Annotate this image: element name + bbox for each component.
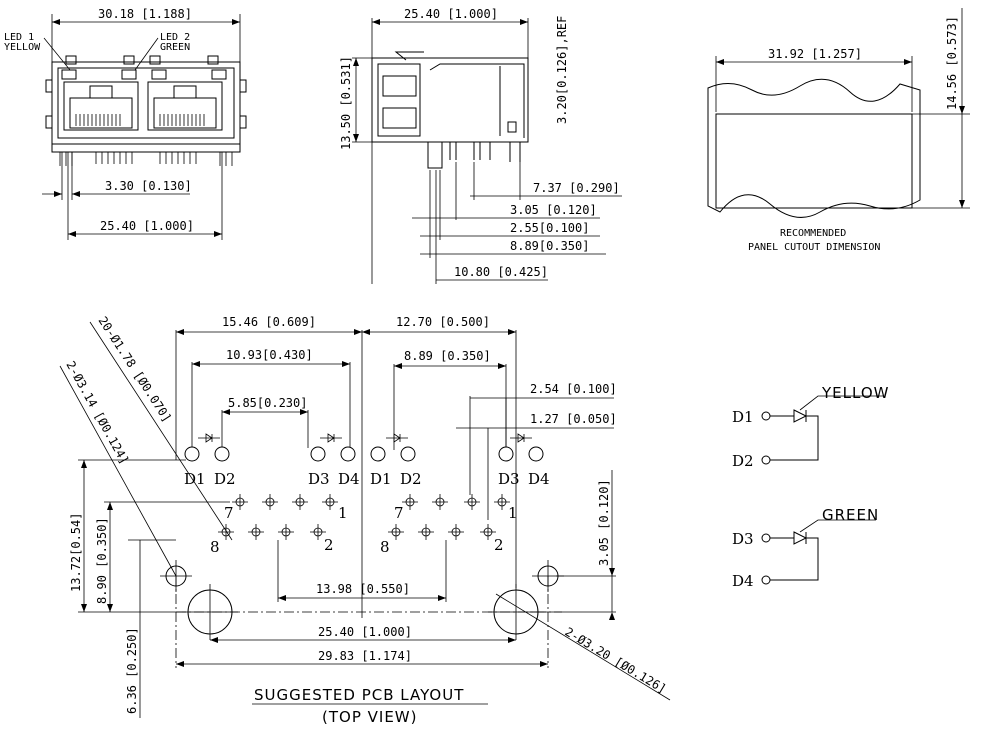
front-view: 30.18 [1.188] LED 1 YELLOW LED 2 GREEN [4, 7, 247, 240]
side-dim-5: 10.80 [0.425] [454, 265, 548, 279]
led2-color-label: GREEN [160, 42, 190, 53]
pcb-dim-top-2: 12.70 [0.500] [396, 315, 490, 329]
leader-holes-small: 20-Ø1.78 [Ø0.070] [95, 314, 174, 425]
pcb-dim-left-2: 8.90 [0.350] [95, 517, 109, 604]
cutout-height-dim: 14.56 [0.573] [945, 16, 959, 110]
led-label-d4-left: D4 [338, 470, 360, 488]
port-contacts [75, 114, 205, 126]
led2-label: LED 2 [160, 32, 190, 43]
pin-span-dim: 25.40 [1.000] [100, 219, 194, 233]
pin-label-1-right: 1 [508, 504, 518, 522]
led1-label: LED 1 [4, 32, 34, 43]
led-label-d3-right: D3 [498, 470, 520, 488]
side-view: 25.40 [1.000] 13.50 [0.531] 3.20[0.126],… [339, 7, 622, 284]
led-label-d1-left: D1 [184, 470, 206, 488]
side-dim-4: 8.89[0.350] [510, 239, 589, 253]
side-height-dim: 13.50 [0.531] [339, 56, 353, 150]
pin-label-2-right: 2 [494, 536, 504, 554]
pin-label-7-right: 7 [394, 504, 404, 522]
pcb-layout: 15.46 [0.609] 12.70 [0.500] 10.93[0.430]… [59, 314, 671, 726]
cutout-caption-1: RECOMMENDED [780, 228, 846, 239]
side-dim-2: 3.05 [0.120] [510, 203, 597, 217]
pcb-dim-top-4: 8.89 [0.350] [404, 349, 491, 363]
led-pads [184, 446, 544, 462]
pcb-dim-bottom-3: 29.83 [1.174] [318, 649, 412, 663]
pin-label-2-left: 2 [324, 536, 334, 554]
side-depth-dim: 25.40 [1.000] [404, 7, 498, 21]
cutout-caption-2: PANEL CUTOUT DIMENSION [748, 242, 880, 253]
led-schematic-yellow: D1 D2 YELLOW [732, 384, 889, 470]
pcb-dim-bottom-1: 13.98 [0.550] [316, 582, 410, 596]
schematic-label-green: GREEN [822, 506, 879, 524]
led-label-d1-right: D1 [370, 470, 392, 488]
leader-holes-large: 2-Ø3.20 [Ø0.126] [562, 625, 668, 697]
pcb-title: SUGGESTED PCB LAYOUT [254, 686, 464, 704]
pin-label-1-left: 1 [338, 504, 348, 522]
pin-label-8-left: 8 [210, 538, 220, 556]
pcb-dim-top-1: 15.46 [0.609] [222, 315, 316, 329]
pin-pitch-dim: 3.30 [0.130] [105, 179, 192, 193]
cutout-width-dim: 31.92 [1.257] [768, 47, 862, 61]
schematic-pin-d1: D1 [732, 408, 754, 426]
side-dim-3: 2.55[0.100] [510, 221, 589, 235]
pin-label-8-right: 8 [380, 538, 390, 556]
led-label-d3-left: D3 [308, 470, 330, 488]
side-ref-dim: 3.20[0.126],REF [555, 16, 569, 124]
pcb-dim-top-6: 2.54 [0.100] [530, 382, 617, 396]
led-label-d4-right: D4 [528, 470, 550, 488]
schematic-pin-d2: D2 [732, 452, 754, 470]
pcb-dim-top-7: 1.27 [0.050] [530, 412, 617, 426]
pcb-dim-top-3: 10.93[0.430] [226, 348, 313, 362]
pcb-dim-left-3: 6.36 [0.250] [125, 627, 139, 714]
side-dim-1: 7.37 [0.290] [533, 181, 620, 195]
led1-color-label: YELLOW [4, 42, 41, 53]
pin-label-7-left: 7 [224, 504, 234, 522]
signal-pads [218, 494, 510, 540]
pcb-dim-bottom-2: 25.40 [1.000] [318, 625, 412, 639]
pcb-dim-top-5: 5.85[0.230] [228, 396, 307, 410]
led-label-d2-right: D2 [400, 470, 422, 488]
front-width-dim: 30.18 [1.188] [98, 7, 192, 21]
pcb-subtitle: (TOP VIEW) [322, 708, 417, 726]
led-schematic-green: D3 D4 GREEN [732, 506, 879, 590]
schematic-label-yellow: YELLOW [821, 384, 889, 402]
led-label-d2-left: D2 [214, 470, 236, 488]
schematic-pin-d4: D4 [732, 572, 754, 590]
pcb-dim-left-1: 13.72[0.54] [69, 513, 83, 592]
leader-holes-mid: 2-Ø3.14 [Ø0.124] [63, 359, 131, 467]
pcb-dim-right: 3.05 [0.120] [597, 479, 611, 566]
schematic-pin-d3: D3 [732, 530, 754, 548]
panel-cutout: 31.92 [1.257] 14.56 [0.573] RECOMMENDED … [707, 8, 970, 253]
